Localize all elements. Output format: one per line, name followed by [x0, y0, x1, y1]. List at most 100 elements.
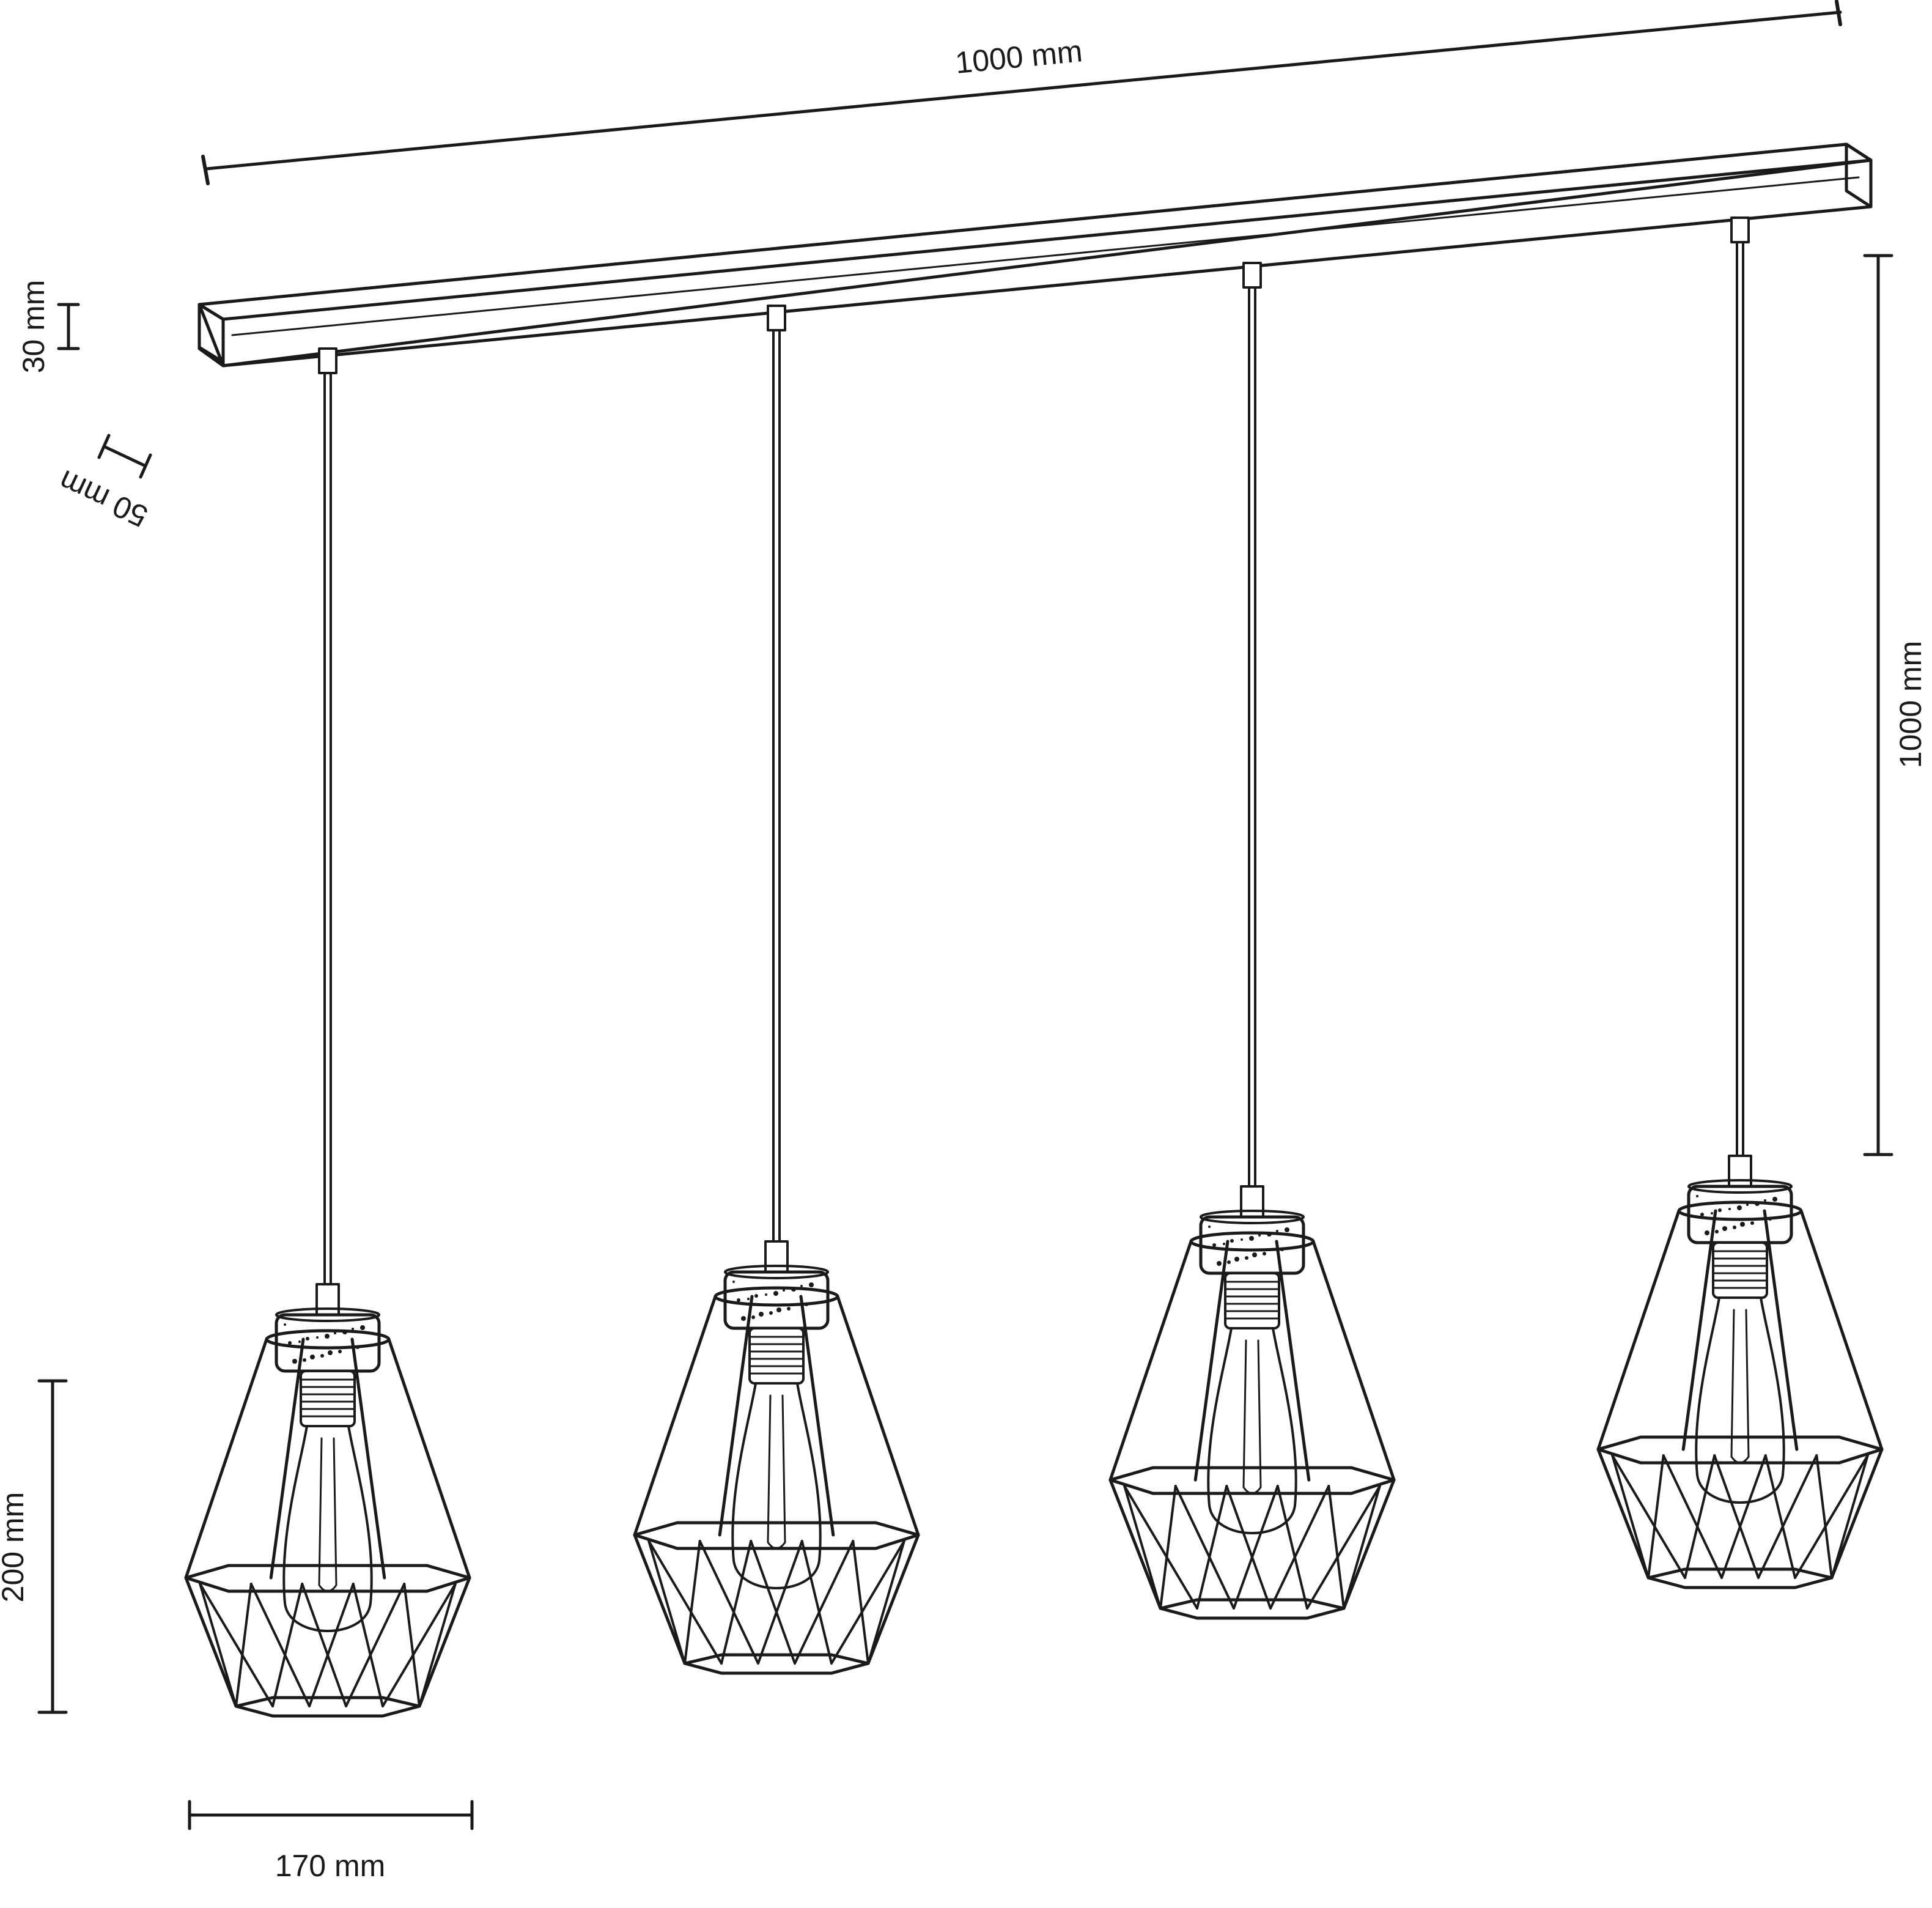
concrete-speck — [759, 1312, 764, 1317]
cage-lattice — [800, 1540, 833, 1665]
cage-lattice — [199, 1583, 237, 1707]
cage-lattice — [1276, 1485, 1308, 1610]
concrete-speck — [800, 1285, 803, 1287]
cage-rib — [1108, 1478, 1162, 1610]
cage-lattice — [698, 1540, 759, 1665]
concrete-speck — [288, 1341, 292, 1345]
concrete-speck — [338, 1350, 342, 1353]
cage-lattice — [1225, 1485, 1272, 1610]
cage-lattice — [684, 1540, 701, 1665]
cage-rib — [418, 1576, 471, 1708]
concrete-speck — [360, 1325, 365, 1330]
cage-lattice — [720, 1540, 753, 1665]
cage-lattice — [1123, 1485, 1162, 1610]
concrete-speck — [1746, 1204, 1749, 1206]
cage-rib — [184, 1576, 238, 1708]
concrete-speck — [1230, 1239, 1234, 1243]
pendant-lamp — [633, 305, 920, 1675]
concrete-speck — [328, 1350, 333, 1355]
concrete-speck — [1715, 1230, 1719, 1233]
cage-lattice — [852, 1540, 869, 1665]
cage-rib — [1596, 1448, 1650, 1580]
holder-top-edge — [724, 1265, 829, 1279]
cage-bottom-ring — [683, 1653, 870, 1675]
concrete-speck — [1227, 1260, 1231, 1264]
cage-rib — [1193, 1240, 1230, 1482]
concrete-speck — [1212, 1243, 1216, 1247]
concrete-speck — [741, 1316, 746, 1321]
concrete-speck — [284, 1323, 286, 1326]
concrete-holder — [723, 1270, 830, 1330]
concrete-speck — [1241, 1238, 1243, 1241]
concrete-speck — [1728, 1208, 1731, 1210]
edison-bulb — [1207, 1327, 1297, 1534]
cage-lattice — [794, 1540, 855, 1665]
concrete-speck — [1705, 1230, 1709, 1235]
cage-lattice — [867, 1540, 905, 1665]
pendants — [184, 216, 1884, 1718]
concrete-speck — [316, 1336, 319, 1339]
cage-rib — [1596, 1209, 1681, 1451]
concrete-speck — [1245, 1256, 1248, 1260]
strain-relief — [315, 1283, 340, 1316]
concrete-speck — [1234, 1257, 1239, 1262]
concrete-speck — [303, 1358, 306, 1362]
pendant-lamp — [184, 347, 471, 1718]
concrete-speck — [1764, 1199, 1766, 1202]
bar-length-dimension: 1000 mm — [201, 0, 1842, 185]
concrete-speck — [765, 1293, 767, 1296]
concrete-speck — [751, 1315, 755, 1319]
ceiling-connector — [1242, 262, 1262, 289]
pendant-lamp — [1108, 262, 1396, 1620]
cage-lattice — [271, 1583, 304, 1707]
concrete-speck — [1772, 1197, 1777, 1202]
cage-lattice — [647, 1540, 686, 1665]
cage-lattice — [1684, 1454, 1716, 1579]
concrete-speck — [776, 1307, 781, 1312]
cage-rib — [1830, 1448, 1884, 1580]
concrete-speck — [783, 1289, 785, 1292]
cage-lattice — [301, 1583, 347, 1707]
concrete-speck — [747, 1298, 750, 1300]
ceiling-bar — [197, 142, 1873, 368]
cage-lattice — [249, 1583, 311, 1707]
concrete-speck — [1223, 1243, 1225, 1245]
holder-top-edge — [1687, 1179, 1793, 1194]
cage-lattice — [199, 1583, 274, 1707]
cage-lattice — [1647, 1454, 1665, 1579]
bar-height-label: 30 mm — [17, 280, 51, 374]
concrete-speck — [1217, 1261, 1222, 1266]
strain-relief — [1240, 1185, 1264, 1218]
concrete-speck — [754, 1294, 758, 1298]
strain-relief — [1728, 1155, 1752, 1188]
cage-lattice — [1757, 1454, 1818, 1579]
cage-lattice — [382, 1583, 457, 1707]
bar-depth-label: 50 mm — [54, 464, 153, 534]
cage-bottom-ring — [1159, 1598, 1346, 1620]
cage-lattice — [750, 1540, 796, 1665]
cage-rib — [1799, 1209, 1884, 1451]
cage-lattice — [1720, 1454, 1767, 1579]
cage-rib — [1681, 1209, 1717, 1451]
concrete-speck — [1750, 1221, 1754, 1225]
concrete-holder — [1687, 1185, 1793, 1244]
concrete-speck — [773, 1291, 778, 1296]
cage-rib — [633, 1533, 687, 1665]
concrete-speck — [737, 1298, 740, 1302]
cage-lattice — [647, 1540, 723, 1665]
cage-lattice — [1713, 1454, 1760, 1579]
cage-bottom-ring — [1646, 1567, 1834, 1589]
cage-rib — [184, 1337, 268, 1580]
concrete-speck — [292, 1359, 297, 1364]
concrete-speck — [320, 1354, 324, 1358]
strain-relief — [764, 1240, 789, 1273]
cage-rib — [633, 1295, 717, 1537]
concrete-speck — [334, 1332, 336, 1334]
concrete-holder — [1199, 1215, 1305, 1275]
cage-lattice — [1794, 1454, 1869, 1579]
cable-length-dimension: 1000 mm — [1863, 254, 1928, 1156]
cage-rib — [1311, 1240, 1396, 1482]
cage-rib — [1342, 1478, 1396, 1610]
cage-lattice — [1815, 1454, 1833, 1579]
